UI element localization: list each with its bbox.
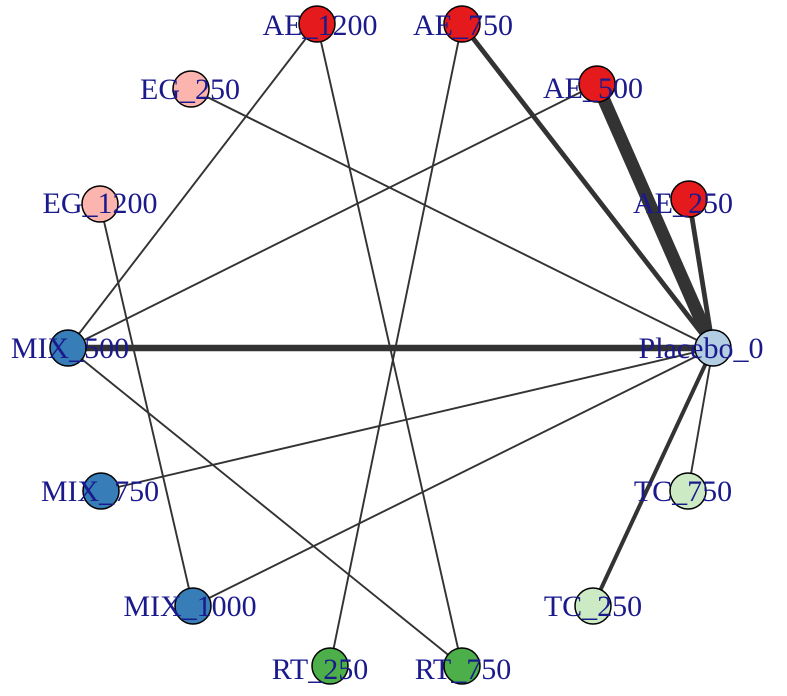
node-label-TC_750: TC_750 bbox=[634, 475, 732, 508]
edge-AE_500-MIX_500 bbox=[67, 83, 598, 349]
node-EG_250 bbox=[172, 70, 210, 108]
edge-AE_1200-RT_750 bbox=[316, 23, 463, 667]
node-label-AE_500: AE_500 bbox=[543, 72, 643, 105]
node-RT_250 bbox=[311, 647, 349, 685]
edge-AE_1200-MIX_500 bbox=[67, 23, 318, 349]
node-AE_1200 bbox=[298, 5, 336, 43]
edge-AE_500-Placebo_0 bbox=[591, 81, 719, 351]
node-label-RT_750: RT_750 bbox=[415, 653, 512, 686]
labels-layer: AE_1200 AE_750AE_500AE_250Placebo_0TC_750… bbox=[11, 9, 764, 686]
node-label-MIX_500: MIX_500 bbox=[11, 332, 129, 365]
edge-EG_250-Placebo_0 bbox=[190, 88, 714, 349]
edge-MIX_500-RT_750 bbox=[67, 347, 463, 667]
edge-EG_1200-MIX_1000 bbox=[99, 203, 194, 607]
node-TC_250 bbox=[574, 587, 612, 625]
node-label-MIX_750: MIX_750 bbox=[41, 475, 159, 508]
edge-AE_250-Placebo_0 bbox=[686, 198, 716, 349]
edges-layer bbox=[67, 22, 719, 667]
node-label-EG_250: EG_250 bbox=[140, 73, 240, 106]
node-label-TC_250: TC_250 bbox=[544, 590, 642, 623]
node-label-RT_250: RT_250 bbox=[272, 653, 369, 686]
node-label-AE_750: AE_750 bbox=[413, 9, 513, 42]
edge-TC_250-Placebo_0 bbox=[591, 347, 715, 607]
node-AE_250 bbox=[670, 180, 708, 218]
node-Placebo_0 bbox=[694, 329, 732, 367]
node-label-MIX_1000: MIX_1000 bbox=[123, 590, 256, 623]
nodes-layer bbox=[49, 5, 732, 685]
node-label-EG_1200: EG_1200 bbox=[43, 187, 158, 220]
node-TC_750 bbox=[669, 472, 707, 510]
node-EG_1200 bbox=[81, 185, 119, 223]
node-AE_750 bbox=[443, 5, 481, 43]
node-RT_750 bbox=[443, 647, 481, 685]
edge-MIX_1000-Placebo_0 bbox=[192, 347, 714, 607]
node-label-AE_250: AE_250 bbox=[633, 187, 733, 220]
node-MIX_1000 bbox=[174, 587, 212, 625]
edge-AE_750-RT_250 bbox=[329, 23, 463, 667]
node-AE_500 bbox=[578, 65, 616, 103]
node-MIX_500 bbox=[49, 329, 87, 367]
node-MIX_750 bbox=[82, 472, 120, 510]
node-label-Placebo_0: Placebo_0 bbox=[639, 332, 764, 365]
edge-AE_750-Placebo_0 bbox=[460, 22, 715, 350]
node-label-AE_1200: AE_1200 bbox=[263, 9, 378, 42]
edge-TC_750-Placebo_0 bbox=[687, 347, 714, 492]
